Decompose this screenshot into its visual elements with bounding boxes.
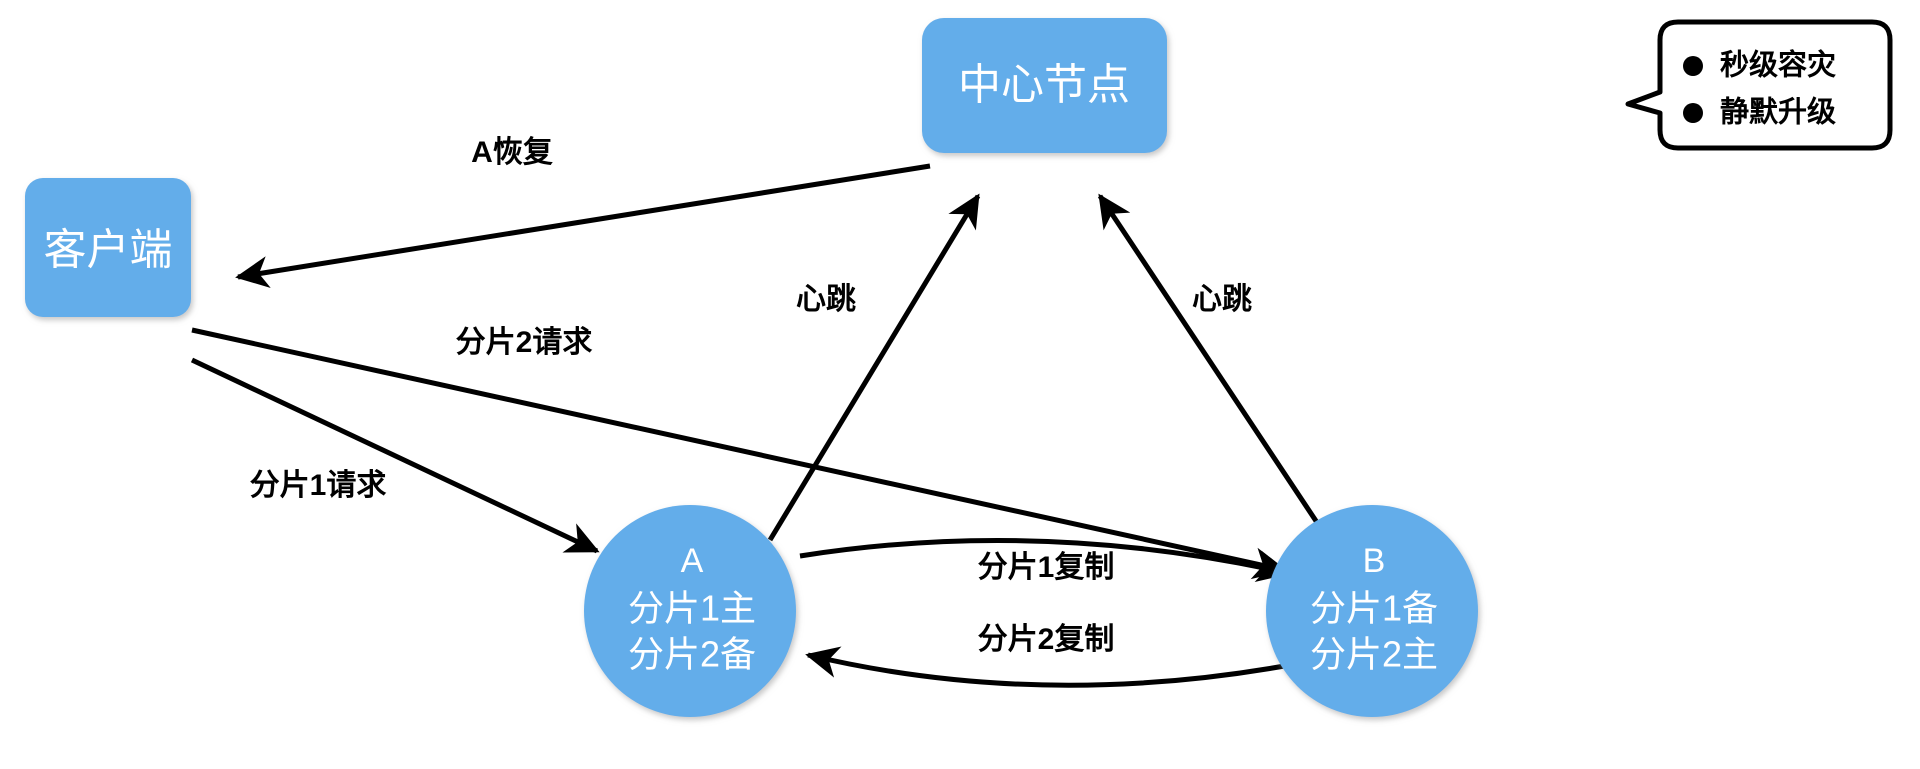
node-a[interactable]: A 分片1主 分片2备 xyxy=(584,505,796,717)
edge-label-shard1-replicate: 分片1复制 xyxy=(978,551,1115,584)
node-b-line1: 分片1备 xyxy=(1310,588,1438,629)
node-b-shape xyxy=(1266,505,1478,717)
edge-label-heartbeat-a: 心跳 xyxy=(796,283,856,316)
node-a-line1: 分片1主 xyxy=(628,588,756,629)
center-box-shape xyxy=(922,18,1167,153)
callout-box: 秒级容灾 静默升级 xyxy=(1625,19,1893,151)
node-a-line2: 分片2备 xyxy=(628,634,756,675)
bullet-marker-icon xyxy=(1683,103,1703,123)
edge-client-to-node-b xyxy=(191,327,1287,580)
node-client[interactable]: 客户端 xyxy=(25,178,191,317)
edge-node-a-to-center xyxy=(767,193,981,542)
bullet-marker-icon xyxy=(1683,56,1703,76)
edge-label-shard2-request: 分片2请求 xyxy=(456,326,593,359)
edge-node-b-to-center xyxy=(1097,193,1321,526)
callout-shape-path xyxy=(1625,19,1893,151)
edge-label-heartbeat-b: 心跳 xyxy=(1192,283,1252,316)
client-box-shape xyxy=(25,178,191,317)
center-label: 中心节点 xyxy=(958,61,1130,109)
node-b[interactable]: B 分片1备 分片2主 xyxy=(1266,505,1478,717)
edge-center-to-client xyxy=(235,163,931,288)
edge-node-b-to-node-a-replicate xyxy=(805,646,1291,688)
node-a-shape xyxy=(584,505,796,717)
node-b-line2: 分片2主 xyxy=(1310,634,1438,675)
edge-node-a-to-node-b-replicate xyxy=(799,538,1291,583)
node-b-name: B xyxy=(1363,542,1386,580)
callout-item-2-label: 静默升级 xyxy=(1720,96,1836,129)
node-center[interactable]: 中心节点 xyxy=(922,18,1167,153)
edge-client-to-node-a xyxy=(190,357,600,554)
client-label: 客户端 xyxy=(44,226,173,274)
edge-label-shard2-replicate: 分片2复制 xyxy=(978,623,1115,656)
edge-label-a-recovery: A恢复 xyxy=(471,136,553,169)
node-a-name: A xyxy=(681,542,704,580)
edge-label-shard1-request: 分片1请求 xyxy=(250,469,387,502)
callout-item-1-label: 秒级容灾 xyxy=(1720,48,1836,82)
